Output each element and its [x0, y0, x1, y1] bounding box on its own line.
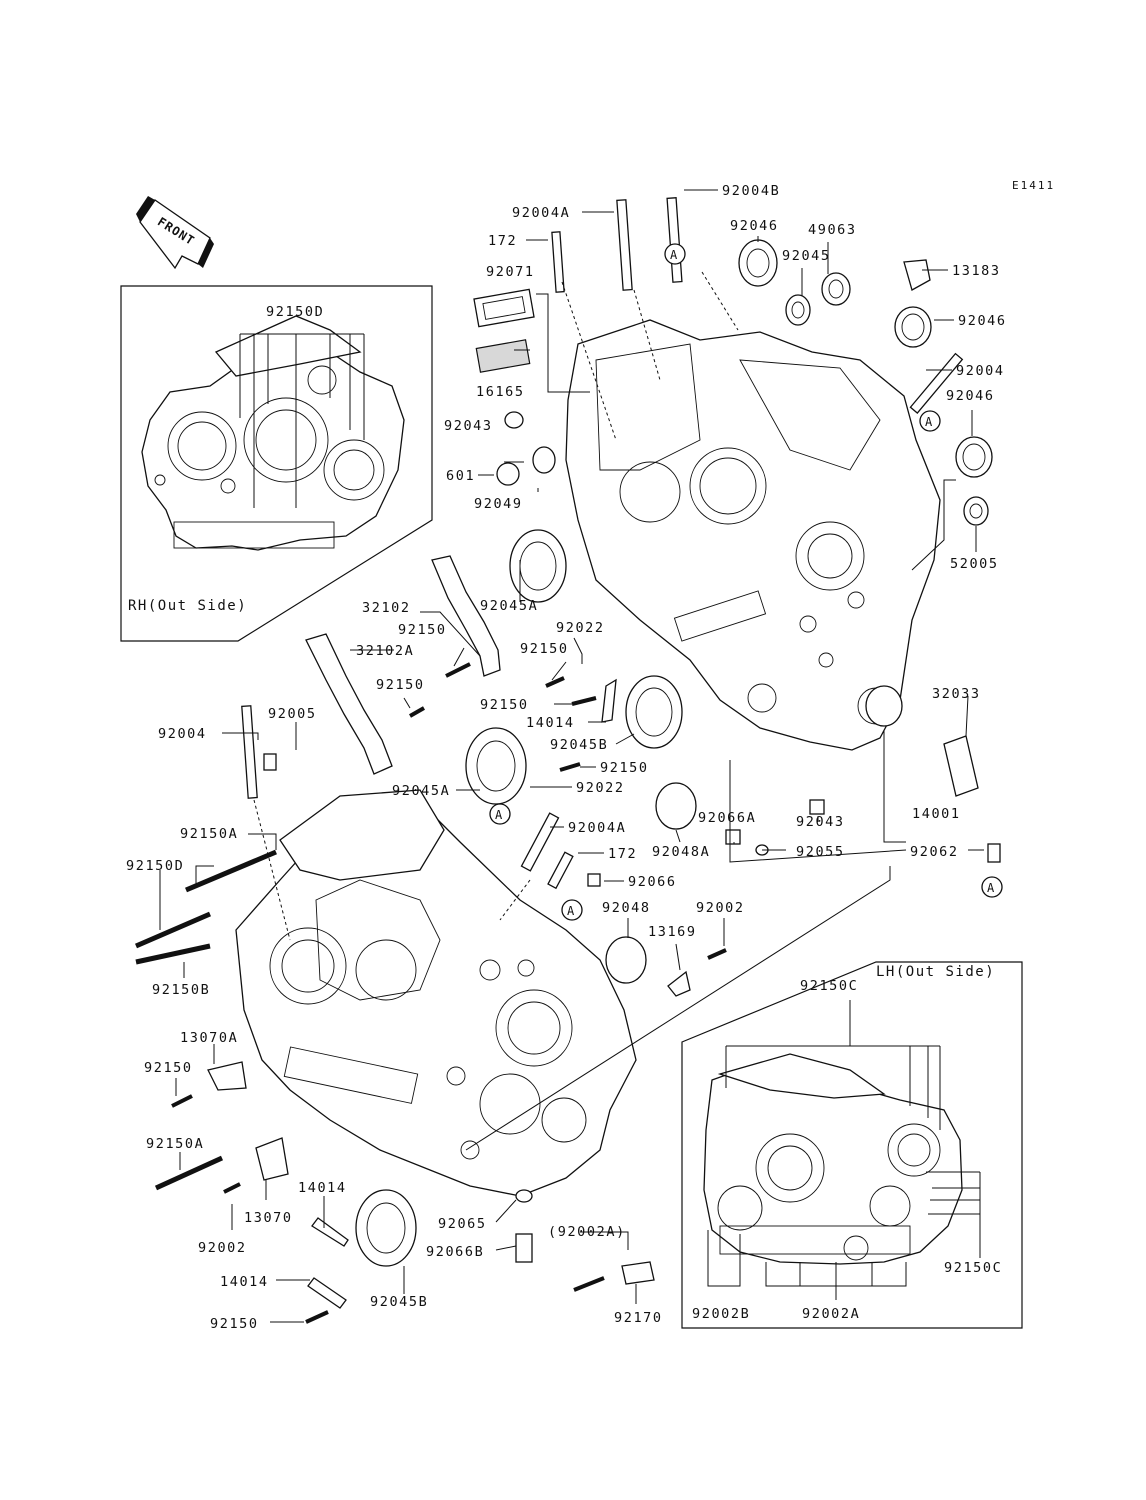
label-92045B-mid: 92045B [550, 737, 608, 753]
diagram-code: E1411 [1012, 179, 1055, 192]
label-92062: 92062 [910, 844, 959, 860]
label-92046-c: 92046 [946, 388, 995, 404]
reference-markers: A A A A A [489, 243, 1003, 921]
label-92002-left: 92002 [198, 1240, 247, 1256]
label-92045-top: 92045 [782, 248, 831, 264]
label-92150-g: 92150 [210, 1316, 259, 1332]
front-arrow-icon: FRONT [136, 196, 214, 270]
label-92071: 92071 [486, 264, 535, 280]
label-92004A-mid: 92004A [568, 820, 626, 836]
label-92002-mid: 92002 [696, 900, 745, 916]
label-92150D-rh: 92150D [266, 304, 324, 320]
label-92004B: 92004B [722, 183, 780, 199]
label-92043-top: 92043 [444, 418, 493, 434]
label-13070: 13070 [244, 1210, 293, 1226]
label-14014-b: 14014 [220, 1274, 269, 1290]
label-92065: 92065 [438, 1216, 487, 1232]
ref-marker-a-2: A [925, 415, 933, 429]
label-92150-e: 92150 [600, 760, 649, 776]
label-92150-d: 92150 [480, 697, 529, 713]
part-labels: 92004B 92004A 172 92071 16165 92046 9204… [126, 183, 1007, 1332]
leader-lines [159, 189, 984, 1323]
label-92004-left: 92004 [158, 726, 207, 742]
ref-marker-a-3: A [495, 808, 503, 822]
label-13183: 13183 [952, 263, 1001, 279]
label-92022-a: 92022 [556, 620, 605, 636]
label-92048A: 92048A [652, 844, 710, 860]
label-92170: 92170 [614, 1310, 663, 1326]
label-92022-b: 92022 [576, 780, 625, 796]
label-13169: 13169 [648, 924, 697, 940]
label-14014-a: 14014 [298, 1180, 347, 1196]
label-92004-right: 92004 [956, 363, 1005, 379]
rh-inset-title: RH(Out Side) [128, 598, 247, 614]
label-92004A-top: 92004A [512, 205, 570, 221]
label-92150-b: 92150 [520, 641, 569, 657]
label-92150A-b: 92150A [146, 1136, 204, 1152]
label-92066: 92066 [628, 874, 677, 890]
label-92043-mid: 92043 [796, 814, 845, 830]
lh-inset: LH(Out Side) 92150C 92150C 92002B 92002A [681, 961, 1023, 1329]
label-32102: 32102 [362, 600, 411, 616]
label-32102A: 32102A [356, 643, 414, 659]
label-92150C-top: 92150C [800, 978, 858, 994]
label-14014-mid: 14014 [526, 715, 575, 731]
label-172-mid: 172 [608, 846, 637, 862]
label-172-top: 172 [488, 233, 517, 249]
label-92066B: 92066B [426, 1244, 484, 1260]
assembly-dash-lines [253, 271, 739, 941]
label-92048: 92048 [602, 900, 651, 916]
label-92150C-right: 92150C [944, 1260, 1002, 1276]
ref-marker-a-4: A [567, 904, 575, 918]
label-92150D-main: 92150D [126, 858, 184, 874]
label-92045A-top: 92045A [480, 598, 538, 614]
label-13070A: 13070A [180, 1030, 238, 1046]
label-16165: 16165 [476, 384, 525, 400]
label-92045B-bottom: 92045B [370, 1294, 428, 1310]
ref-marker-a-5: A [987, 881, 995, 895]
label-601: 601 [446, 468, 475, 484]
label-49063: 49063 [808, 222, 857, 238]
label-92002B: 92002B [692, 1306, 750, 1322]
label-92150-c: 92150 [376, 677, 425, 693]
label-92046-b: 92046 [958, 313, 1007, 329]
lower-crankcase-half [235, 789, 637, 1197]
rh-inset: RH(Out Side) 92150D [120, 285, 433, 642]
label-92045A-mid: 92045A [392, 783, 450, 799]
ref-marker-a-1: A [670, 248, 678, 262]
label-32033: 32033 [932, 686, 981, 702]
label-92049: 92049 [474, 496, 523, 512]
label-92055: 92055 [796, 844, 845, 860]
label-92002A-paren: (92002A) [548, 1224, 626, 1240]
label-92066A: 92066A [698, 810, 756, 826]
label-92150-f: 92150 [144, 1060, 193, 1076]
label-92002A-lh: 92002A [802, 1306, 860, 1322]
label-92005: 92005 [268, 706, 317, 722]
label-92150B: 92150B [152, 982, 210, 998]
label-52005: 52005 [950, 556, 999, 572]
part-shapes [135, 197, 1001, 1324]
label-92150A-a: 92150A [180, 826, 238, 842]
label-92150-a: 92150 [398, 622, 447, 638]
label-14001: 14001 [912, 806, 961, 822]
lh-inset-title: LH(Out Side) [876, 964, 995, 980]
label-92046-a: 92046 [730, 218, 779, 234]
